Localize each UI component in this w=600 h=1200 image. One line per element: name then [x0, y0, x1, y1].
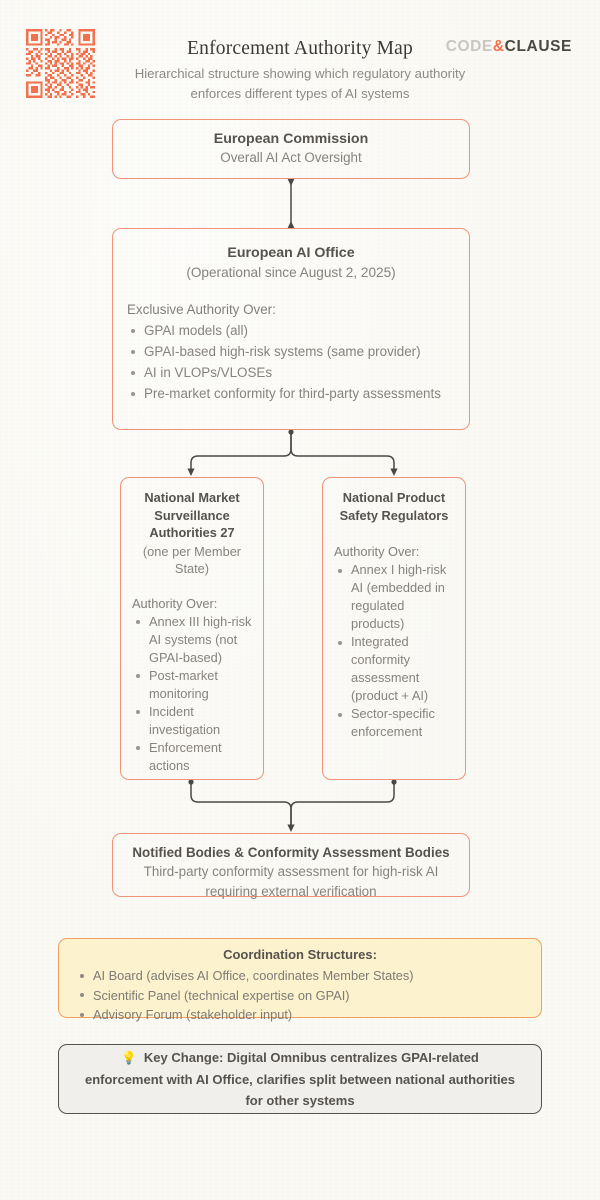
list-item: GPAI-based high-risk systems (same provi… — [127, 342, 455, 362]
list-item: Scientific Panel (technical expertise on… — [71, 986, 529, 1006]
node-title: National Market Surveillance Authorities… — [144, 490, 240, 540]
list-item: Sector-specific enforcement — [334, 705, 454, 741]
list-item: Advisory Forum (stakeholder input) — [71, 1005, 529, 1025]
list-item: Annex III high-risk AI systems (not GPAI… — [132, 613, 252, 667]
node-title: European AI Office — [227, 245, 355, 261]
node-subtitle: (Operational since August 2, 2025) — [186, 265, 396, 280]
qr-code-icon[interactable] — [26, 29, 95, 98]
node-title: European Commission — [213, 131, 369, 147]
panel-key-change[interactable]: 💡 Key Change: Digital Omnibus centralize… — [58, 1044, 542, 1114]
node-title: National Product Safety Regulators — [339, 490, 449, 523]
list-item: Post-market monitoring — [132, 667, 252, 703]
brand-ampersand: & — [492, 38, 505, 55]
key-change-text: 💡 Key Change: Digital Omnibus centralize… — [59, 1047, 541, 1111]
node-subtitle: Overall AI Act Oversight — [220, 150, 362, 165]
node-subtitle: Third-party conformity assessment for hi… — [143, 864, 439, 899]
node-european-commission[interactable]: European Commission Overall AI Act Overs… — [112, 119, 470, 179]
list-item: Incident investigation — [132, 703, 252, 739]
page-title: Enforcement Authority Map — [187, 38, 413, 59]
lightbulb-icon: 💡 — [121, 1051, 137, 1065]
panel-coordination-structures[interactable]: Coordination Structures: AI Board (advis… — [58, 938, 542, 1022]
brand-logo: CODE&CLAUSE — [446, 38, 572, 56]
brand-code: CODE — [445, 38, 493, 55]
authority-list-label: Authority Over: — [334, 544, 420, 559]
list-item: Annex I high-risk AI (embedded in regula… — [334, 561, 454, 633]
brand-clause: CLAUSE — [504, 38, 572, 55]
authority-list-label: Exclusive Authority Over: — [127, 302, 276, 317]
authority-list: Annex III high-risk AI systems (not GPAI… — [132, 613, 252, 775]
list-item: GPAI models (all) — [127, 321, 455, 341]
node-european-ai-office[interactable]: European AI Office (Operational since Au… — [112, 228, 470, 430]
authority-list: Annex I high-risk AI (embedded in regula… — [334, 561, 454, 741]
node-subtitle: (one per Member State) — [142, 543, 242, 577]
node-national-market-surveillance-authorities[interactable]: National Market Surveillance Authorities… — [120, 477, 264, 780]
list-item: AI in VLOPs/VLOSEs — [127, 363, 455, 383]
panel-title: Coordination Structures: — [223, 947, 377, 962]
list-item: Pre-market conformity for third-party as… — [127, 384, 455, 404]
authority-list: GPAI models (all) GPAI-based high-risk s… — [127, 321, 455, 404]
node-notified-bodies[interactable]: Notified Bodies & Conformity Assessment … — [112, 833, 470, 899]
key-change-message: Key Change: Digital Omnibus centralizes … — [84, 1050, 516, 1108]
list-item: Enforcement actions — [132, 739, 252, 775]
node-national-product-safety-regulators[interactable]: National Product Safety Regulators Autho… — [322, 477, 466, 780]
list-item: AI Board (advises AI Office, coordinates… — [71, 966, 529, 986]
page-subtitle: Hierarchical structure showing which reg… — [134, 66, 466, 101]
node-title: Notified Bodies & Conformity Assessment … — [132, 845, 450, 860]
header-text-block: Enforcement Authority Map Hierarchical s… — [110, 36, 490, 103]
list-item: Integrated conformity assessment (produc… — [334, 633, 454, 705]
authority-list-label: Authority Over: — [132, 595, 218, 611]
coordination-list: AI Board (advises AI Office, coordinates… — [71, 966, 529, 1025]
